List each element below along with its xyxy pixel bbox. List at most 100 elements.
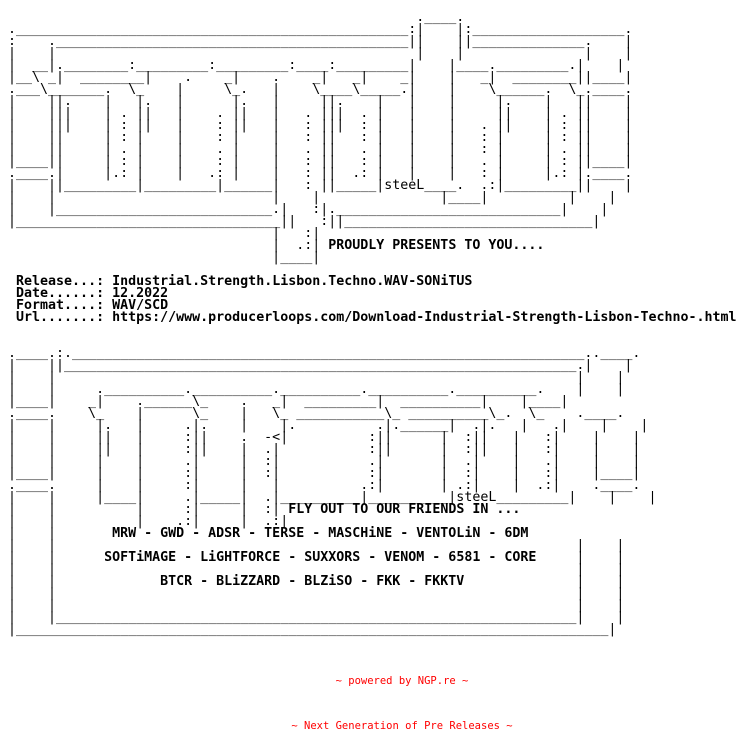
ascii-logo-bottom-line: |_______________________________________… [0,622,737,637]
ascii-border: | | [0,526,113,541]
ascii-art-text: | | | | .| | :| .| | .| | .| | | [0,454,641,469]
ascii-art-text: |____|| | : | | : | | : || : | | | . | |… [0,154,633,169]
ascii-art-text: | ||. | |. | |. | ||. | | | |. | || | [0,94,633,109]
ascii-logo-top-line: | || | : | | : | | : || : | | | : | | : … [0,131,737,144]
ascii-logo-top-line: | || | . | | . | | . || . | | | : | | . … [0,142,737,157]
ascii-art-text: | || | . | | . | | . || . | | | : | | . … [0,142,633,157]
info-value: https://www.producerloops.com/Download-I… [112,310,737,325]
ascii-logo-top-line: | ||| | : || | : || | : ||| : | | | . ||… [0,118,737,133]
ascii-logo-top-line: : ._____________________________________… [0,34,737,49]
info-value: Industrial.Strength.Lisbon.Techno.WAV-SO… [112,274,473,289]
ascii-logo-top-line: |____| [0,250,737,265]
ascii-logo-top-line: | :| [0,226,737,241]
ascii-art-text: | | || | :|| | .| :|| | :|| | :| | | [0,442,641,457]
ascii-art-text: | | .__________.__________.__________.__… [0,382,625,397]
ascii-logo-bottom-line: | | | | [0,586,737,601]
ascii-art-text: .____.:.________________________________… [0,346,641,361]
ascii-logo-bottom-line: | | | :| | :| FLY OUT TO OUR FRIENDS IN … [0,502,737,517]
ascii-logo-bottom-line: | | | | [0,538,737,553]
ascii-art-text: |____| _| .______\_ . _| _________| ____… [0,394,569,409]
release-info-row: Date......: 12.2022 [0,286,737,301]
ascii-art-text: .____.| |.: | | .: | | : || .: | | | : |… [0,166,633,181]
ascii-logo-top-line: | ||. | |. | |. | ||. | | | |. | || | [0,94,737,109]
ascii-logo-top-line: | ||| | . || | . || | . ||| . | | | || |… [0,106,737,121]
ascii-art-text: | __|.________:_________:_________:____:… [0,58,625,73]
ascii-art-text: | :| [0,226,321,241]
ascii-logo-bottom-line: | | BTCR - BLiZZARD - BLZiSO - FKK - FKK… [0,574,737,589]
spacer [0,310,16,325]
ascii-logo-bottom-line: .____. | | :| | | .:| | .:| | .:| .____. [0,478,737,493]
info-value: 12.2022 [112,286,169,301]
ascii-logo-top-line: | ||_________|_________|______| : ||____… [0,178,737,193]
ascii-border: | | [0,574,161,589]
info-label: Url.......: [16,310,113,325]
ascii-art-text: | | | | | | [0,46,633,61]
ascii-logo-top-line: |__\ _| ________| . _| . _| _| _| | _| _… [0,70,737,85]
info-label: Format....: [16,298,113,313]
ascii-logo-top-line: | |___________________________.| :|.____… [0,202,737,217]
ascii-logo-bottom-line: | | MRW - GWD - ADSR - TERSE - MASCHiNE … [0,526,737,541]
ascii-logo-bottom-line: | ||____________________________________… [0,358,737,373]
ascii-art-text: .____. [0,10,465,25]
ascii-art-text: .____. \_ | \_ | \_ ___________\_ ______… [0,406,625,421]
ascii-logo-bottom-line: | | SOFTiMAGE - LiGHTFORCE - SUXXORS - V… [0,550,737,565]
ascii-art-text: | | | :| | :| [0,502,281,517]
ascii-art-text: | |___________________________.| :|.____… [0,202,609,217]
greeting-line: MRW - GWD - ADSR - TERSE - MASCHiNE - VE… [112,526,529,541]
ascii-logo-bottom-line: | | | | .| | :| .| | .| | .| | | [0,454,737,469]
ascii-art-text: .____. | | :| | | .:| | .:| | .:| .____. [0,478,641,493]
ascii-art-text: | | | | |____| | | [0,190,617,205]
release-info-row: Url.......: https://www.producerloops.co… [0,310,737,325]
ascii-logo-bottom-line: | | | | [0,598,737,613]
ascii-logo-bottom-line: | |_____________________________________… [0,610,737,625]
ascii-art-text: | ||____________________________________… [0,358,633,373]
ascii-art-text: | ||| | . || | . || | . ||| . | | | || |… [0,106,633,121]
ascii-logo-bottom-line: | | |____| .|_____| .|__________|_______… [0,490,737,505]
ascii-art-text: | | | | [0,538,625,553]
greeting-line: BTCR - BLiZZARD - BLZiSO - FKK - FKKTV [160,574,465,589]
ascii-logo-top-line: .____.| |.: | | .: | | : || .: | | | : |… [0,166,737,181]
ascii-logo-bottom-line: |____| _| .______\_ . _| _________| ____… [0,394,737,409]
ascii-logo-bottom-line: .____. \_ | \_ | \_ ___________\_ ______… [0,406,737,421]
ascii-art-text: | ||| | : || | : || | : ||| : | | | . ||… [0,118,633,133]
ascii-art-text: |____| | | :| | :| :| | :| | :| |____| [0,466,641,481]
ascii-logo-top-line: ._______________________________________… [0,23,737,36]
ascii-logo-bottom-line: | | || | :|| | .| :|| | :|| | :| | | [0,442,737,457]
ascii-logo-bottom-line: | | || | :|| . -<| :|| | :|| | :| | | [0,430,737,445]
greeting-line: SOFTiMAGE - LiGHTFORCE - SUXXORS - VENOM… [104,550,537,565]
ascii-border: | | [0,550,105,565]
ascii-logo-top-line: | __|.________:_________:_________:____:… [0,58,737,73]
ascii-art-text: |____| [0,250,321,265]
ascii-border: | | [536,550,625,565]
ascii-logo-top-line: | .:| PROUDLY PRESENTS TO YOU.... [0,238,737,253]
info-label: Date......: [16,286,113,301]
ascii-border: | | [464,574,625,589]
ascii-art-text: |_________________________________|| :||… [0,214,601,229]
ascii-logo-top-line: .____. [0,10,737,25]
ascii-art-text: : ._____________________________________… [0,34,633,49]
ascii-art-text: | | |. | .|. | |. .|.______| .|. | .| | … [0,418,649,433]
ascii-art-text: | |_____________________________________… [0,610,625,625]
ascii-art-text: | | |____| .|_____| .|__________|_______… [0,490,657,505]
tagline: ~ Next Generation of Pre Releases ~ [291,720,513,732]
ascii-art-text: | | | | [0,598,625,613]
ascii-logo-top-line: .___\_______. \_ | \_. | \____\_____.| |… [0,82,737,97]
ascii-art-text: | | | | [0,586,625,601]
ascii-art-text: |_______________________________________… [0,622,617,637]
powered-by-line: ~ powered by NGP.re ~ [335,675,469,687]
ascii-art-text: |__\ _| ________| . _| . _| _| _| | _| _… [0,70,633,85]
ascii-logo-top-line: | | | | |____| | | [0,190,737,205]
info-value: WAV/SCD [112,298,169,313]
ascii-logo-bottom-line: | | | | [0,563,737,576]
presents-text: PROUDLY PRESENTS TO YOU.... [328,238,545,253]
ascii-art-text: | ||_________|_________|______| : ||____… [0,178,633,193]
ascii-logo-top-line: | | | | | | [0,46,737,61]
ascii-logo-bottom-line: | | .__________.__________.__________.__… [0,382,737,397]
release-info-row: Format....: WAV/SCD [0,298,737,313]
ascii-art-text: .___\_______. \_ | \_. | \____\_____.| |… [0,82,633,97]
ascii-art-text: | | || | :|| . -<| :|| | :|| | :| | | [0,430,641,445]
footer: ~ powered by NGP.re ~ ~ Next Generation … [0,644,744,749]
ascii-logo-bottom-line: .____.:.________________________________… [0,346,737,361]
nfo-document: .____. .________________________________… [0,10,737,637]
fly-out-text: FLY OUT TO OUR FRIENDS IN ... [288,502,521,517]
